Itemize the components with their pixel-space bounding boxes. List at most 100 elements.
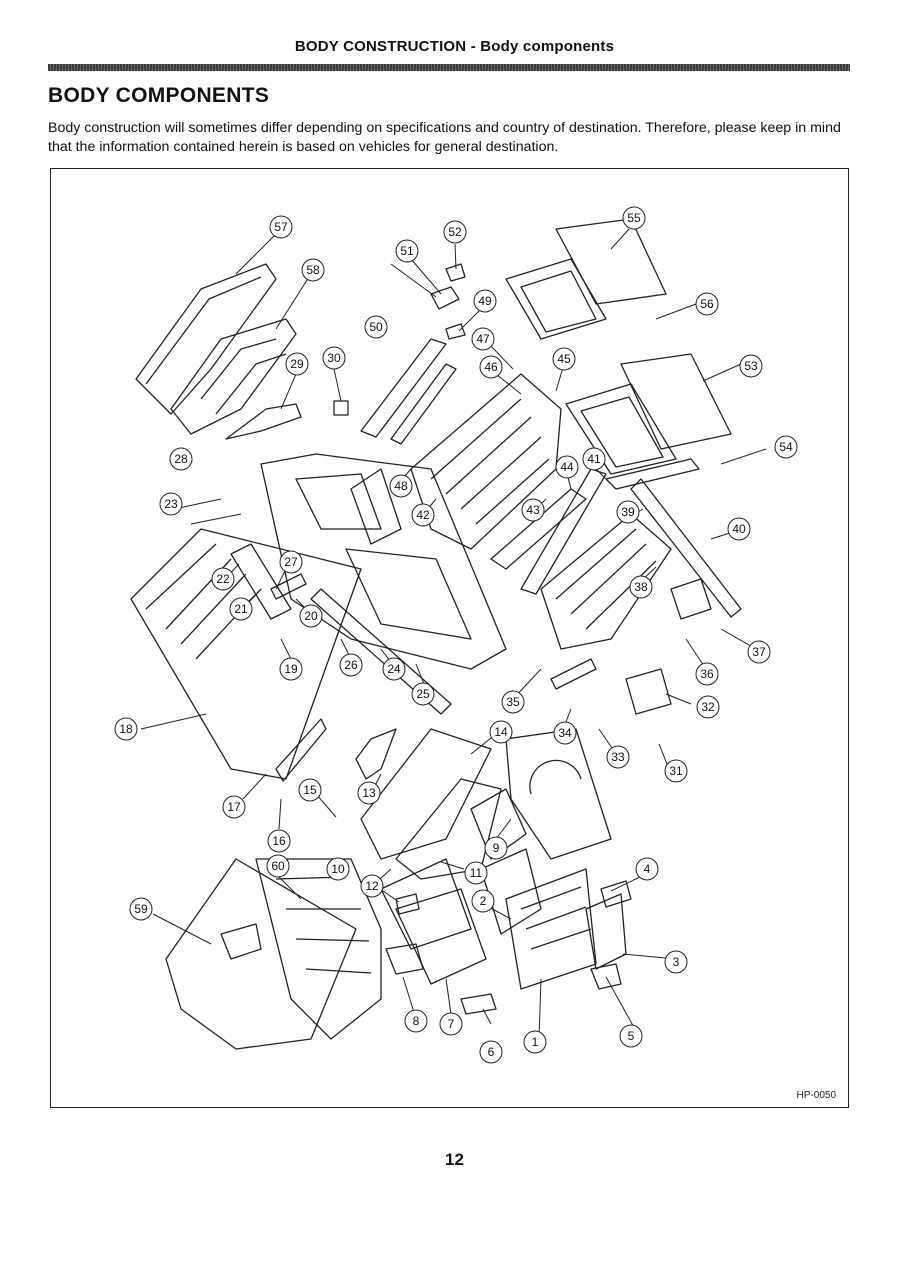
svg-text:47: 47 [476,332,490,346]
rear-floor-ribs [430,398,550,525]
side-member-41 [605,458,700,490]
front-floor-ribs [555,528,657,630]
callout-28: 28 [169,447,193,471]
svg-text:42: 42 [416,508,430,522]
bracket-49 [445,323,466,340]
callout-41: 41 [582,447,606,471]
svg-text:21: 21 [234,602,248,616]
front-floor-1-ribs [520,886,592,950]
dash-lower-panel [395,778,502,880]
svg-text:33: 33 [611,750,625,764]
diagram-canvas: 57 58 29 30 51 52 50 49 47 46 45 55 56 5… [114,206,798,1064]
svg-text:25: 25 [416,687,430,701]
svg-text:48: 48 [394,479,408,493]
callout-49: 49 [473,289,497,313]
radiator-core-support [255,858,382,1040]
svg-text:32: 32 [701,700,715,714]
callout-48: 48 [389,474,413,498]
rear-door-window-56 [520,270,597,333]
door-opening [345,548,472,640]
front-door-window-54 [580,396,664,468]
hood-emblem-recess [220,923,262,960]
page-number: 12 [445,1150,464,1169]
callout-43: 43 [521,498,545,522]
roof-beads [145,543,262,660]
svg-text:55: 55 [627,211,641,225]
floor-bracket-34 [550,658,597,690]
hood-outer-panel [165,858,357,1050]
figure-code: HP-0050 [796,1090,836,1101]
quarter-inner-piece [225,403,302,440]
callout-29: 29 [285,352,309,376]
svg-text:19: 19 [284,662,298,676]
svg-text:36: 36 [700,667,714,681]
svg-text:39: 39 [621,505,635,519]
svg-text:5: 5 [628,1029,635,1043]
callout-6: 6 [479,1040,503,1064]
svg-text:13: 13 [362,786,376,800]
callout-18: 18 [114,717,138,741]
back-door-outer-panel [135,263,277,415]
bracket-4 [600,880,632,908]
bracket-51 [430,286,460,310]
svg-text:38: 38 [634,580,648,594]
callout-12: 12 [360,874,384,898]
svg-text:1: 1 [532,1035,539,1049]
callout-17: 17 [222,795,246,819]
callout-11: 11 [464,861,488,885]
callout-21: 21 [229,597,253,621]
svg-text:50: 50 [369,320,383,334]
callout-37: 37 [747,640,771,664]
svg-text:31: 31 [669,764,683,778]
callout-54: 54 [774,435,798,459]
callout-35: 35 [501,690,525,714]
bracket-6 [460,993,497,1015]
callout-60: 60 [266,854,290,878]
back-door-inner-panel [170,318,297,435]
bracket-36 [670,578,712,620]
svg-text:35: 35 [506,695,520,709]
svg-text:56: 56 [700,297,714,311]
callout-3: 3 [664,950,688,974]
callout-39: 39 [616,500,640,524]
section-title: BODY COMPONENTS [48,84,270,107]
svg-text:7: 7 [448,1017,455,1031]
body-panels [130,218,742,1050]
front-door-inner-54 [565,383,677,475]
callout-23: 23 [159,492,183,516]
svg-text:37: 37 [752,645,766,659]
svg-text:10: 10 [331,862,345,876]
svg-text:53: 53 [744,359,758,373]
intro-paragraph: Body construction will sometimes differ … [48,120,841,155]
callout-9: 9 [484,836,508,860]
callout-26: 26 [339,653,363,677]
seat-bracket-32 [625,668,672,715]
callout-30: 30 [322,346,346,370]
svg-text:12: 12 [365,879,379,893]
roof-panel [130,528,362,780]
svg-text:17: 17 [227,800,241,814]
callout-13: 13 [357,781,381,805]
svg-text:44: 44 [560,460,574,474]
callout-34: 34 [553,721,577,745]
svg-text:8: 8 [413,1014,420,1028]
running-header: BODY CONSTRUCTION - Body components [294,38,615,55]
radiator-support-bars [275,876,372,974]
svg-text:29: 29 [290,357,304,371]
callout-16: 16 [267,829,291,853]
front-lower-dash-7 [395,888,487,985]
svg-text:52: 52 [448,225,462,239]
svg-text:22: 22 [216,572,230,586]
callout-46: 46 [479,355,503,379]
svg-text:16: 16 [272,834,286,848]
side-member-44 [520,468,607,595]
callout-2: 2 [471,889,495,913]
svg-text:34: 34 [558,726,572,740]
svg-text:51: 51 [400,244,414,258]
svg-text:58: 58 [306,263,320,277]
rear-window-opening [295,473,382,530]
callout-33: 33 [606,745,630,769]
svg-text:18: 18 [119,722,133,736]
fender-arch [529,759,582,795]
small-bracket-30 [333,400,349,416]
